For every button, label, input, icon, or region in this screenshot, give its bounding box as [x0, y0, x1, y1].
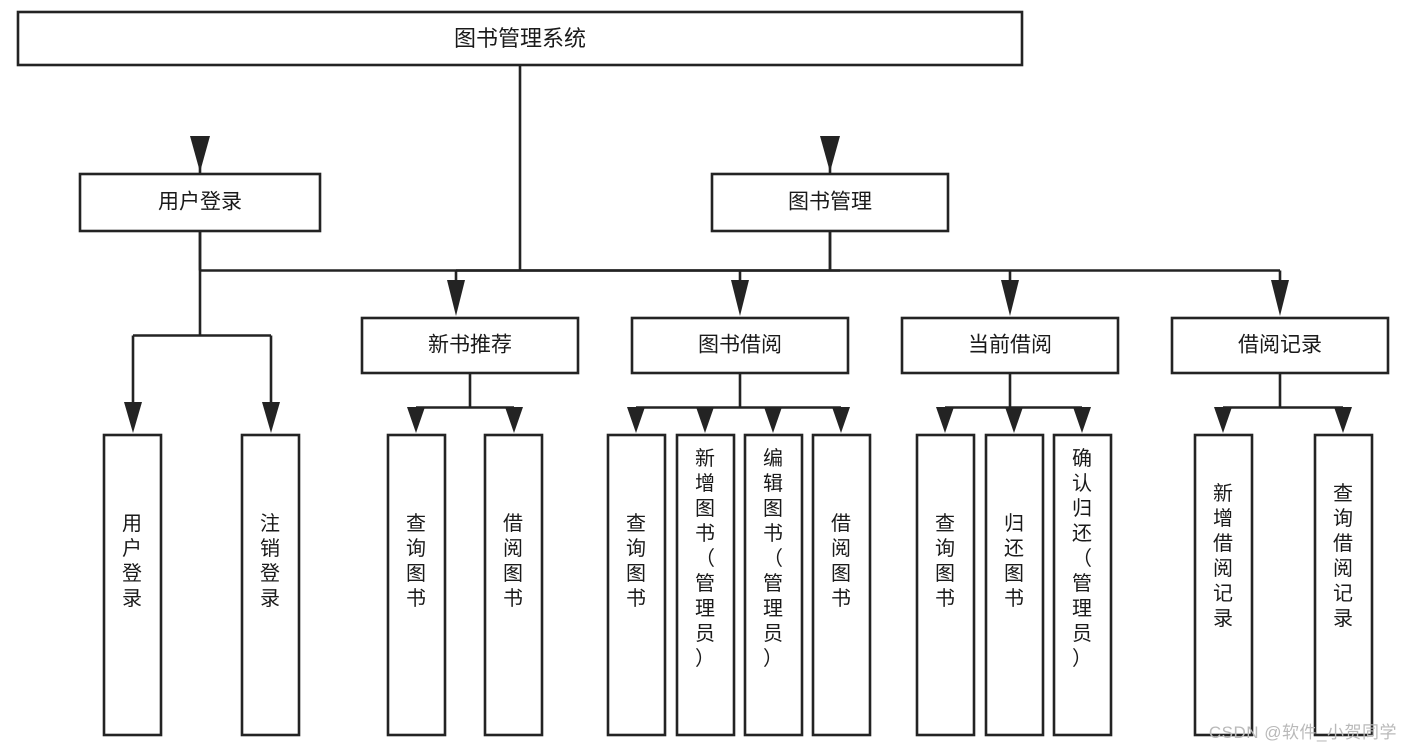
connector-user-login-to-leaves — [124, 231, 280, 433]
node-book-manage-label: 图书管理 — [788, 191, 872, 214]
node-borrow-record[interactable]: 借阅记录 — [1170, 316, 1390, 375]
node-borrow-record-label: 借阅记录 — [1238, 334, 1322, 357]
node-leaf-logout-label: 注销登录 — [260, 512, 280, 610]
arrow-head-leaf-confirm-return — [1073, 407, 1091, 433]
arrow-head-current-borrow — [1001, 280, 1019, 316]
node-leaf-logout-box[interactable] — [240, 433, 301, 737]
connector-book-borrow-to-leaves — [627, 373, 850, 433]
node-leaf-add-record-box[interactable] — [1193, 433, 1254, 737]
node-leaf-query-book-2[interactable]: 查询图书 — [606, 433, 667, 737]
node-leaf-user-login-label: 用户登录 — [122, 513, 142, 610]
node-leaf-query-book-3-label: 查询图书 — [935, 512, 955, 610]
node-leaf-query-book-1-box[interactable] — [386, 433, 447, 737]
node-user-login-box[interactable] — [78, 172, 322, 233]
node-book-manage[interactable]: 图书管理 — [710, 172, 950, 233]
node-leaf-borrow-book-2-box[interactable] — [811, 433, 872, 737]
node-new-book-rec-label: 新书推荐 — [428, 334, 512, 357]
arrow-head-leaf-logout — [262, 402, 280, 433]
node-leaf-query-book-1[interactable]: 查询图书 — [386, 433, 447, 737]
arrow-head-leaf-user-login — [124, 402, 142, 433]
node-leaf-add-record-label: 新增借阅记录 — [1213, 482, 1233, 630]
node-leaf-add-book-label: 新增图书（管理员） — [695, 447, 715, 670]
arrow-head-leaf-borrow-book-2 — [832, 407, 850, 433]
arrow-head-leaf-query-record — [1334, 407, 1352, 433]
arrow-head-leaf-add-book — [696, 407, 714, 433]
node-leaf-edit-book-box[interactable] — [743, 433, 804, 737]
connector-book-manage-to-level3 — [447, 231, 1289, 316]
node-user-login[interactable]: 用户登录 — [78, 172, 322, 233]
node-root-label: 图书管理系统 — [454, 26, 586, 51]
node-leaf-return-book-label: 归还图书 — [1004, 512, 1024, 610]
arrow-head-leaf-return-book — [1005, 407, 1023, 433]
node-leaf-add-book[interactable]: 新增图书（管理员） — [675, 433, 736, 737]
node-new-book-rec-box[interactable] — [360, 316, 580, 375]
arrow-head-leaf-query-book-3 — [936, 407, 954, 433]
node-leaf-query-book-2-label: 查询图书 — [626, 512, 646, 610]
node-leaf-borrow-book-1[interactable]: 借阅图书 — [483, 433, 544, 737]
node-leaf-borrow-book-2-label: 借阅图书 — [831, 512, 851, 610]
node-leaf-return-book-box[interactable] — [984, 433, 1045, 737]
node-borrow-record-box[interactable] — [1170, 316, 1390, 375]
node-leaf-borrow-book-2[interactable]: 借阅图书 — [811, 433, 872, 737]
node-leaf-edit-book-label: 编辑图书（管理员） — [763, 447, 783, 670]
node-leaf-return-book[interactable]: 归还图书 — [984, 433, 1045, 737]
node-book-borrow[interactable]: 图书借阅 — [630, 316, 850, 375]
node-leaf-user-login[interactable]: 用户登录 — [102, 433, 163, 737]
node-leaf-borrow-book-1-box[interactable] — [483, 433, 544, 737]
csdn-watermark: CSDN @软件_小贺同学 — [1208, 723, 1397, 742]
arrow-head-new-book-rec — [447, 280, 465, 316]
node-current-borrow-box[interactable] — [900, 316, 1120, 375]
node-leaf-add-book-box[interactable] — [675, 433, 736, 737]
node-book-manage-box[interactable] — [710, 172, 950, 233]
node-leaf-add-record[interactable]: 新增借阅记录 — [1193, 433, 1254, 737]
node-leaf-edit-book[interactable]: 编辑图书（管理员） — [743, 433, 804, 737]
connector-root-to-level2 — [190, 65, 840, 272]
node-book-borrow-box[interactable] — [630, 316, 850, 375]
node-leaf-query-book-3-box[interactable] — [915, 433, 976, 737]
node-current-borrow-label: 当前借阅 — [968, 334, 1052, 357]
node-leaf-borrow-book-1-label: 借阅图书 — [503, 512, 523, 610]
arrow-head-leaf-add-record — [1214, 407, 1232, 433]
node-book-borrow-label: 图书借阅 — [698, 334, 782, 357]
node-leaf-query-record-label: 查询借阅记录 — [1333, 482, 1353, 630]
arrow-head-book-borrow — [731, 280, 749, 316]
node-current-borrow[interactable]: 当前借阅 — [900, 316, 1120, 375]
node-leaf-query-record[interactable]: 查询借阅记录 — [1313, 433, 1374, 737]
node-leaf-confirm-return-label: 确认归还（管理员） — [1072, 447, 1092, 670]
connector-new-book-rec-to-leaves — [407, 373, 523, 433]
arrow-head-leaf-query-book-1 — [407, 407, 425, 433]
node-root-box[interactable] — [16, 10, 1024, 67]
node-leaf-query-record-box[interactable] — [1313, 433, 1374, 737]
connector-borrow-record-to-leaves — [1214, 373, 1352, 433]
arrow-head-leaf-borrow-book-1 — [505, 407, 523, 433]
node-leaf-query-book-1-label: 查询图书 — [406, 512, 426, 610]
arrow-head-book-manage — [820, 136, 840, 172]
node-leaf-user-login-box[interactable] — [102, 433, 163, 737]
node-leaf-confirm-return[interactable]: 确认归还（管理员） — [1052, 433, 1113, 737]
arrow-head-borrow-record — [1271, 280, 1289, 316]
node-new-book-rec[interactable]: 新书推荐 — [360, 316, 580, 375]
node-user-login-label: 用户登录 — [158, 191, 242, 214]
node-leaf-query-book-2-box[interactable] — [606, 433, 667, 737]
arrow-head-user-login — [190, 136, 210, 172]
node-leaf-query-book-3[interactable]: 查询图书 — [915, 433, 976, 737]
node-root[interactable]: 图书管理系统 — [16, 10, 1024, 67]
connector-current-borrow-to-leaves — [936, 373, 1091, 433]
arrow-head-leaf-query-book-2 — [627, 407, 645, 433]
node-leaf-logout[interactable]: 注销登录 — [240, 433, 301, 737]
arrow-head-leaf-edit-book — [764, 407, 782, 433]
node-leaf-confirm-return-box[interactable] — [1052, 433, 1113, 737]
